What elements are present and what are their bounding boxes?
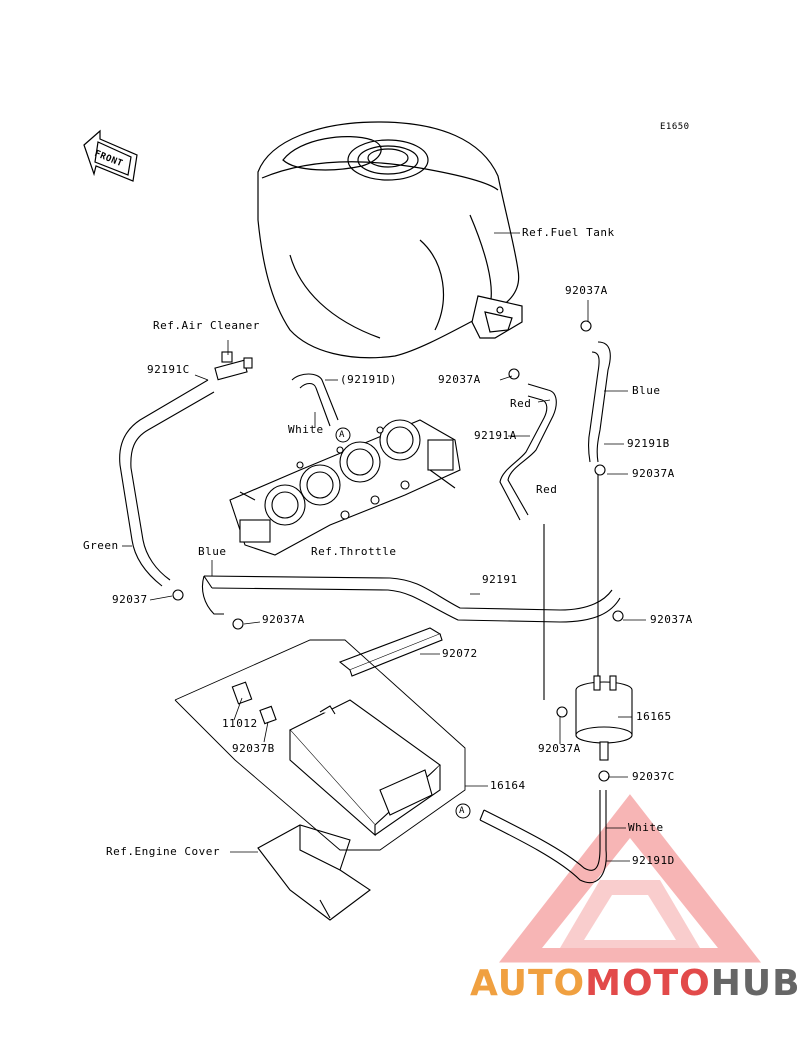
filter-16165 <box>575 675 633 761</box>
label-white-bottom: White <box>628 821 664 834</box>
label-red-1: Red <box>510 397 532 410</box>
label-92037c: 92037C <box>632 770 675 783</box>
canister-16164 <box>289 699 441 837</box>
label-92191d: 92191D <box>632 854 675 867</box>
fuel-tank <box>257 121 523 359</box>
label-11012: 11012 <box>222 717 258 730</box>
label-blue-left: Blue <box>198 545 227 558</box>
watermark-part-3: HUB <box>710 963 800 1004</box>
label-blue-right: Blue <box>632 384 661 397</box>
watermark-part-1: AUTO <box>470 963 586 1004</box>
label-92037a-5: 92037A <box>650 613 693 626</box>
air-cleaner-fitting <box>214 351 253 381</box>
label-red-2: Red <box>536 483 558 496</box>
label-92037a-2: 92037A <box>438 373 481 386</box>
label-92191b: 92191B <box>627 437 670 450</box>
label-92072: 92072 <box>442 647 478 660</box>
label-92037a-1: 92037A <box>565 284 608 297</box>
hoses <box>119 341 621 884</box>
label-white-top: White <box>288 423 324 436</box>
bracket-92072 <box>338 627 443 677</box>
label-92191: 92191 <box>482 573 518 586</box>
watermark-logo: AUTOMOTOHUB <box>470 963 800 1004</box>
leader-lines <box>122 232 646 862</box>
callout-circles <box>335 427 471 819</box>
watermark-triangle <box>498 794 762 963</box>
label-92191d-paren: (92191D) <box>340 373 397 386</box>
label-92037b: 92037B <box>232 742 275 755</box>
label-16165: 16165 <box>636 710 672 723</box>
label-ref-fuel-tank: Ref.Fuel Tank <box>522 226 615 239</box>
callout-a-bottom: A <box>459 806 465 816</box>
throttle-assembly <box>229 419 461 556</box>
watermark-part-2: MOTO <box>585 963 711 1004</box>
front-arrow-icon <box>83 129 138 182</box>
label-92037a-4: 92037A <box>262 613 305 626</box>
group-frame <box>174 639 466 851</box>
label-16164: 16164 <box>490 779 526 792</box>
diagram-code: E1650 <box>660 122 690 132</box>
label-ref-throttle: Ref.Throttle <box>311 545 397 558</box>
small-parts <box>172 320 624 782</box>
label-92037a-3: 92037A <box>632 467 675 480</box>
engine-cover <box>257 824 371 921</box>
label-92037: 92037 <box>112 593 148 606</box>
label-92191a: 92191A <box>474 429 517 442</box>
label-ref-engine-cover: Ref.Engine Cover <box>106 845 220 858</box>
label-92037a-6: 92037A <box>538 742 581 755</box>
callout-a-top: A <box>339 430 345 440</box>
label-ref-air-cleaner: Ref.Air Cleaner <box>153 319 260 332</box>
label-green: Green <box>83 539 119 552</box>
label-92191c: 92191C <box>147 363 190 376</box>
